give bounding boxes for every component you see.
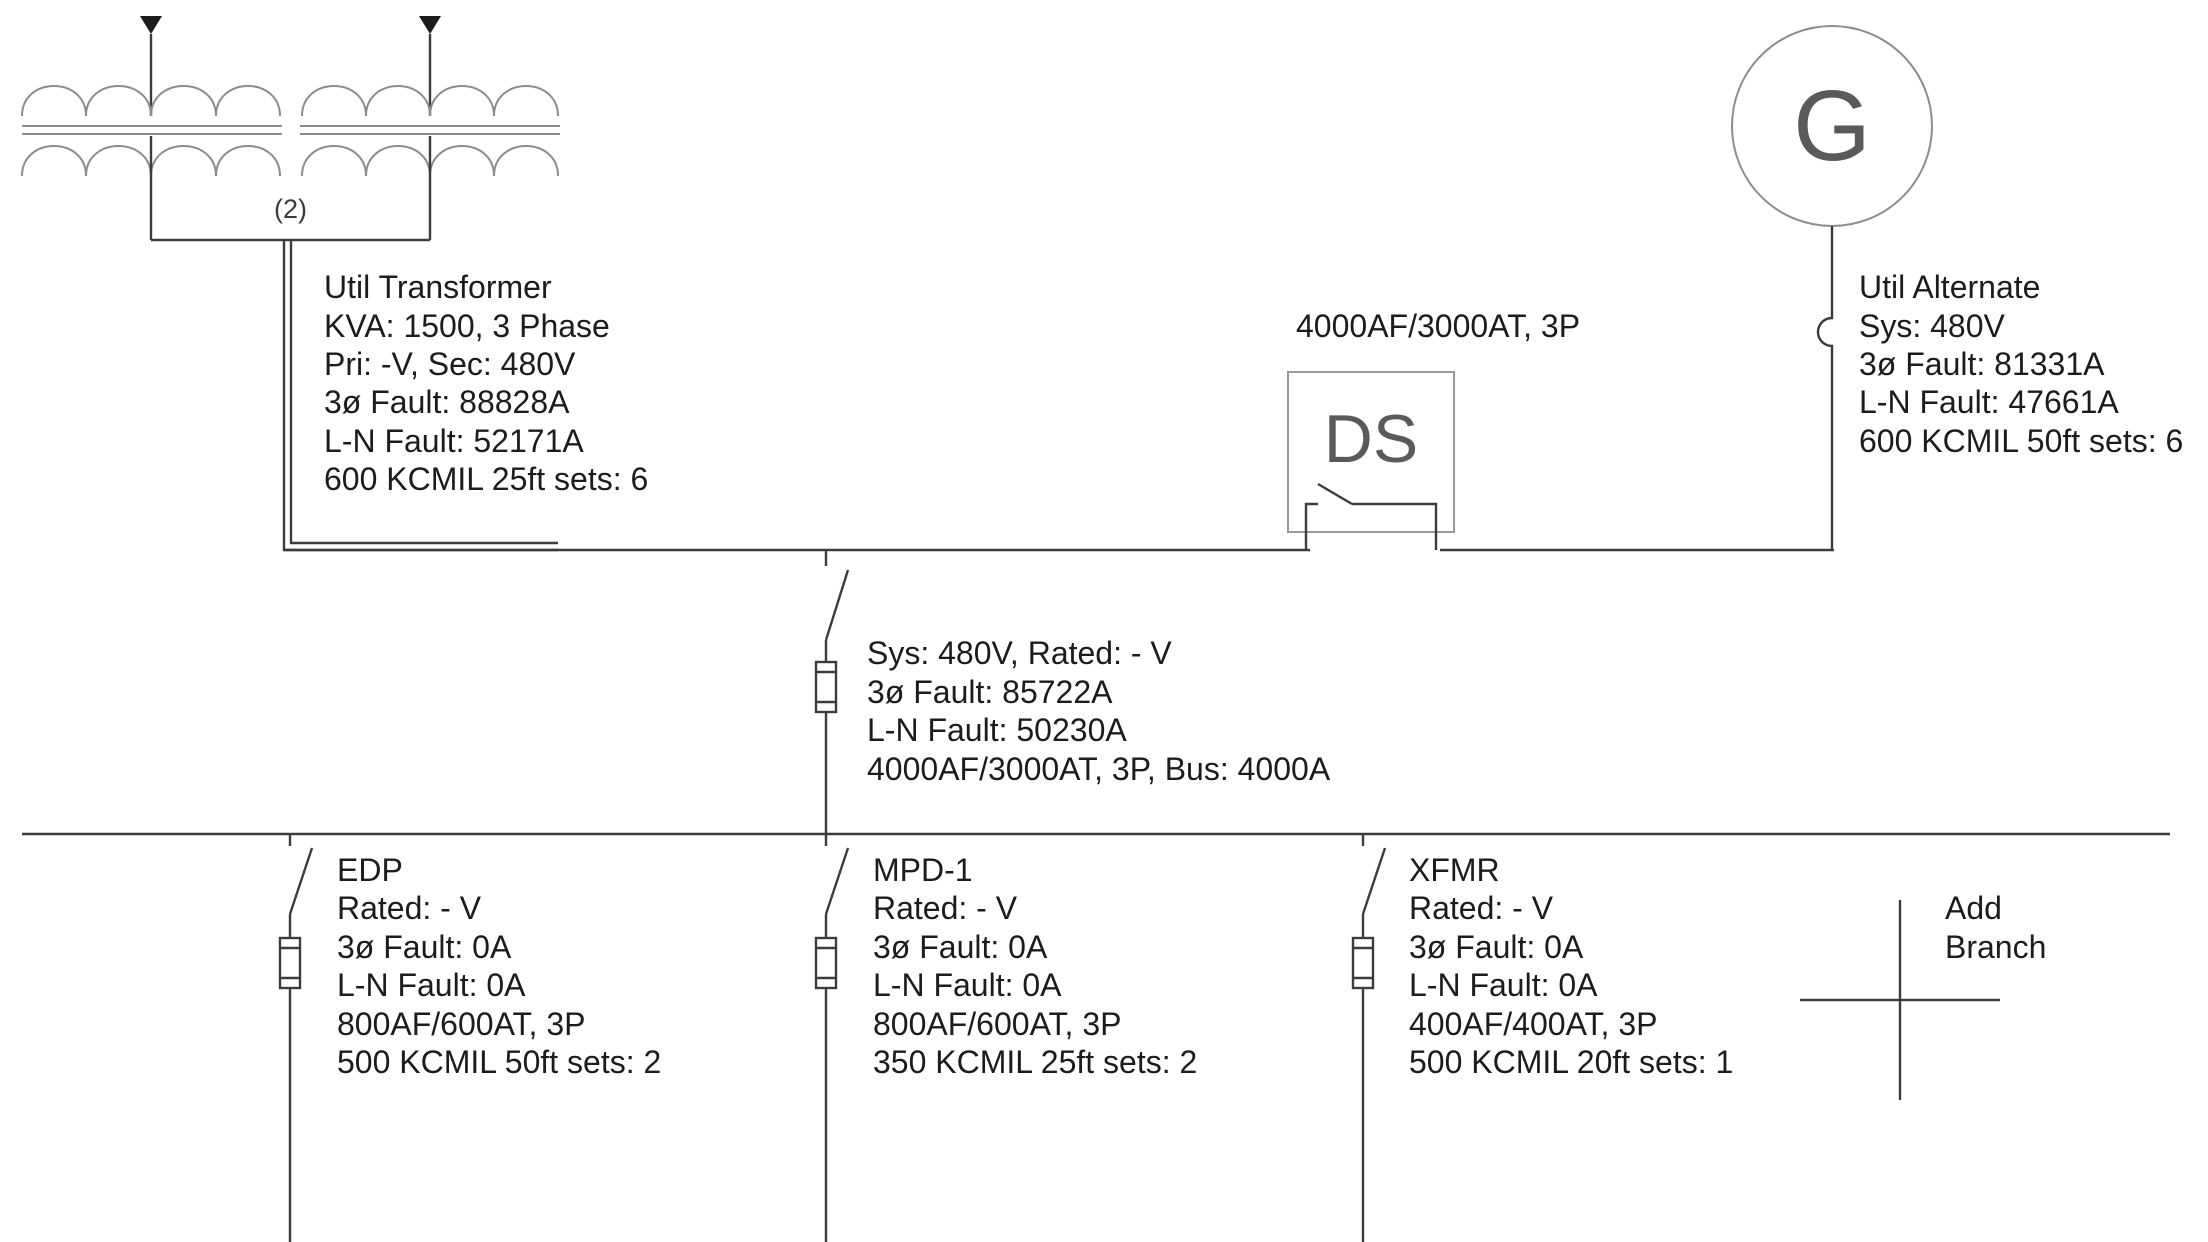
branch-edp-cable: 500 KCMIL 50ft sets: 2 bbox=[337, 1044, 661, 1080]
branch-mpd-1-fault-ln: L-N Fault: 0A bbox=[873, 967, 1062, 1003]
main-breaker-info[interactable]: Sys: 480V, Rated: - V 3ø Fault: 85722A L… bbox=[867, 635, 1331, 787]
utility-voltage: Pri: -V, Sec: 480V bbox=[324, 346, 576, 382]
branch-xfmr-name: XFMR bbox=[1409, 852, 1500, 888]
ds-box bbox=[1287, 371, 1455, 533]
main-breaker[interactable] bbox=[814, 550, 850, 834]
utility-fault-3ph: 3ø Fault: 88828A bbox=[324, 384, 570, 420]
branch-edp-fault-3ph: 3ø Fault: 0A bbox=[337, 929, 512, 965]
transformer-1-top-arrow bbox=[140, 16, 162, 34]
transformer-2-top-arrow bbox=[419, 16, 441, 34]
branch-xfmr-fault-ln: L-N Fault: 0A bbox=[1409, 967, 1598, 1003]
disconnect-switch[interactable]: DS bbox=[1287, 371, 1455, 550]
main-rating: 4000AF/3000AT, 3P, Bus: 4000A bbox=[867, 751, 1331, 787]
transformer-2-primary-coil bbox=[301, 85, 559, 117]
utility-info[interactable]: Util Transformer KVA: 1500, 3 Phase Pri:… bbox=[324, 269, 648, 497]
branch-xfmr-rated: Rated: - V bbox=[1409, 890, 1554, 926]
generator-symbol[interactable]: G bbox=[1731, 25, 1933, 227]
alternate-info[interactable]: Util Alternate Sys: 480V 3ø Fault: 81331… bbox=[1859, 269, 2183, 459]
branch-mpd-1-breaker: 800AF/600AT, 3P bbox=[873, 1006, 1121, 1042]
branch-mpd-1-fuse bbox=[814, 936, 838, 990]
alternate-feeder-cable[interactable] bbox=[1816, 226, 1834, 550]
branch-edp[interactable]: EDP Rated: - V 3ø Fault: 0A L-N Fault: 0… bbox=[278, 834, 661, 1242]
branch-edp-fault-ln: L-N Fault: 0A bbox=[337, 967, 526, 1003]
add-branch-button[interactable]: Add Branch bbox=[1794, 890, 2064, 1106]
branch-mpd-1-cable: 350 KCMIL 25ft sets: 2 bbox=[873, 1044, 1197, 1080]
ds-rating: 4000AF/3000AT, 3P bbox=[1296, 308, 1580, 344]
alternate-sys: Sys: 480V bbox=[1859, 308, 2006, 344]
utility-transformer-symbol[interactable] bbox=[21, 16, 560, 242]
alternate-fault-3ph: 3ø Fault: 81331A bbox=[1859, 346, 2105, 382]
branch-xfmr-fault-3ph: 3ø Fault: 0A bbox=[1409, 929, 1584, 965]
branch-mpd-1-rated: Rated: - V bbox=[873, 890, 1018, 926]
branch-edp-name: EDP bbox=[337, 852, 403, 888]
branch-xfmr-cable: 500 KCMIL 20ft sets: 1 bbox=[1409, 1044, 1733, 1080]
ds-symbol: DS bbox=[1324, 401, 1418, 477]
add-branch-label-2: Branch bbox=[1945, 929, 2046, 965]
main-fault-ln: L-N Fault: 50230A bbox=[867, 712, 1127, 748]
alternate-cable: 600 KCMIL 50ft sets: 6 bbox=[1859, 423, 2183, 459]
utility-feeder-cable-2 bbox=[289, 240, 558, 545]
alternate-title: Util Alternate bbox=[1859, 269, 2040, 305]
branch-mpd-1[interactable]: MPD-1 Rated: - V 3ø Fault: 0A L-N Fault:… bbox=[814, 834, 1197, 1242]
branch-xfmr-breaker: 400AF/400AT, 3P bbox=[1409, 1006, 1657, 1042]
branch-xfmr[interactable]: XFMR Rated: - V 3ø Fault: 0A L-N Fault: … bbox=[1351, 834, 1733, 1242]
generator-letter: G bbox=[1793, 70, 1871, 182]
branch-edp-breaker: 800AF/600AT, 3P bbox=[337, 1006, 585, 1042]
branch-xfmr-fuse bbox=[1351, 936, 1375, 990]
utility-kva: KVA: 1500, 3 Phase bbox=[324, 308, 610, 344]
utility-fault-ln: L-N Fault: 52171A bbox=[324, 423, 584, 459]
transformer-1-primary-coil bbox=[21, 85, 281, 117]
main-fault-3ph: 3ø Fault: 85722A bbox=[867, 674, 1113, 710]
alternate-fault-ln: L-N Fault: 47661A bbox=[1859, 384, 2119, 420]
add-branch-label-1: Add bbox=[1945, 890, 2002, 926]
branch-mpd-1-name: MPD-1 bbox=[873, 852, 973, 888]
branch-edp-fuse bbox=[278, 936, 302, 990]
utility-cable: 600 KCMIL 25ft sets: 6 bbox=[324, 461, 648, 497]
transformer-multiplier: (2) bbox=[274, 194, 307, 224]
main-sys: Sys: 480V, Rated: - V bbox=[867, 635, 1172, 671]
branch-mpd-1-fault-3ph: 3ø Fault: 0A bbox=[873, 929, 1048, 965]
utility-title: Util Transformer bbox=[324, 269, 552, 305]
branch-edp-rated: Rated: - V bbox=[337, 890, 482, 926]
main-fuse bbox=[814, 660, 838, 714]
